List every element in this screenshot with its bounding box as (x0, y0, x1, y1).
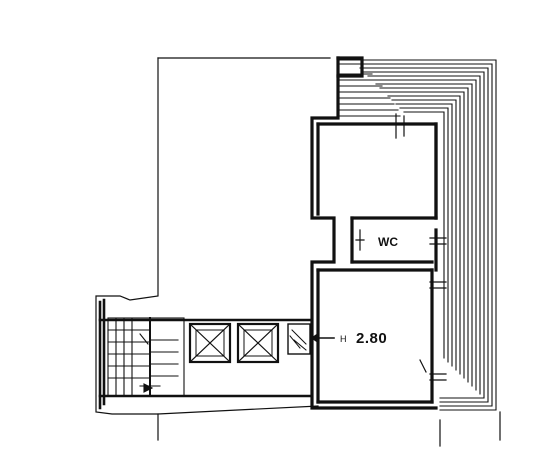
height-prefix: H (340, 334, 347, 344)
elevator-left (188, 322, 232, 364)
outer-boundary (95, 57, 501, 447)
ceiling-height-value: 2.80 (356, 330, 387, 347)
window-marks (355, 113, 447, 381)
main-walls (310, 56, 438, 410)
entrance-door (287, 323, 311, 355)
elevator-right (236, 322, 280, 364)
wc-label: WC (378, 235, 398, 249)
terrace-outline (337, 59, 497, 411)
staircase (107, 317, 185, 397)
height-marker-arrow (310, 332, 335, 344)
